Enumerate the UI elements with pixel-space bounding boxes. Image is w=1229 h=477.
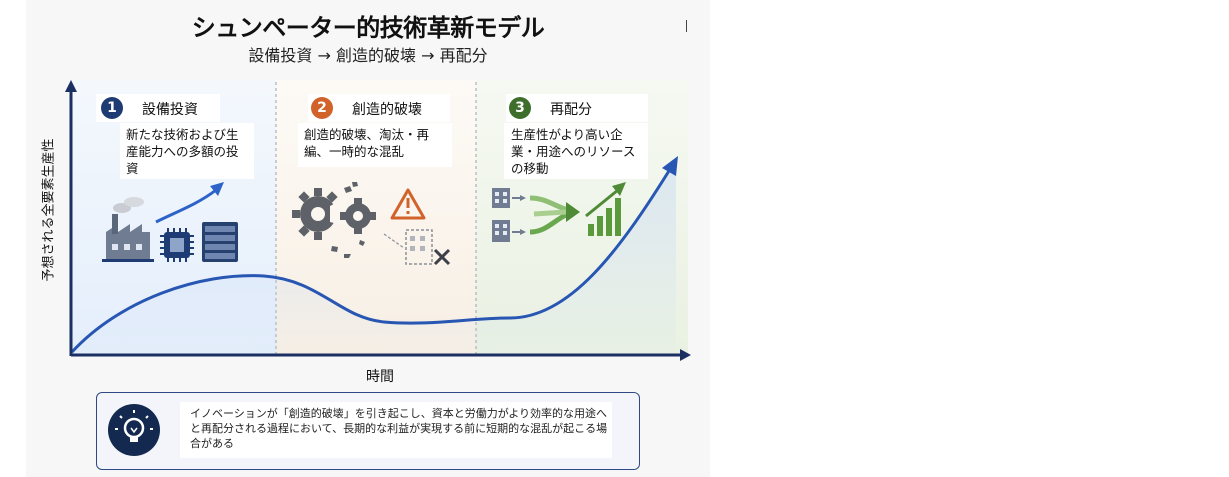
curve-arrowhead [662,156,678,176]
stage-3-title: 再配分 [550,102,592,118]
note-text-box [180,402,612,458]
curve-area [72,160,676,354]
stage-1-title: 設備投資 [142,102,198,118]
stage-3-card [504,123,648,179]
stage-3-description: 生産性がより高い企業・用途へのリソースの移動 [511,127,636,176]
close-x-icon [433,248,451,266]
warning-icon [390,188,426,220]
growth-arrowhead [210,182,224,196]
stage-2-card [298,123,452,167]
stage-2-description: 創造的破壊、淘汰・再編、一時的な混乱 [304,127,430,159]
stage-2-number: 2 [311,97,333,119]
diagram-subtitle: 設備投資 → 創造的破壊 → 再配分 [248,46,488,65]
gear-icon [340,198,376,234]
stage-3-number: 3 [509,97,531,119]
trend-arrow-icon [585,188,619,218]
debris-icon [331,182,365,258]
building-icon-top [492,188,510,208]
lightbulb-icon [115,410,153,442]
productivity-curve [70,165,674,354]
small-arrows [512,197,524,233]
stage-1-number: 1 [101,97,123,119]
bar-chart-icon [588,198,621,236]
title-divider [686,20,687,32]
chip-icon [160,228,194,262]
x-axis-label: 時間 [366,369,394,385]
broken-gear-icon [292,188,346,240]
ruined-building-icon [405,229,433,265]
server-rack-icon [202,222,238,262]
lightbulb-badge [108,404,160,456]
flow-arrows-icon [529,195,580,235]
stage-1-card [120,123,254,179]
factory-icon [102,197,154,262]
dashed-connector [383,233,405,249]
growth-arrow-icon [155,188,217,224]
diagram-title: シュンペーター的技術革新モデル [191,14,545,42]
trend-arrowhead [612,182,626,196]
y-axis-arrow [65,80,77,92]
stage-2-title: 創造的破壊 [352,102,422,118]
x-axis-arrow [680,349,691,361]
building-icon-bottom [492,220,510,242]
stage-1-description: 新たな技術および生産能力への多額の投資 [126,127,239,176]
note-text: イノベーションが「創造的破壊」を引き起こし、資本と労働力がより効率的な用途へと再… [190,407,608,450]
